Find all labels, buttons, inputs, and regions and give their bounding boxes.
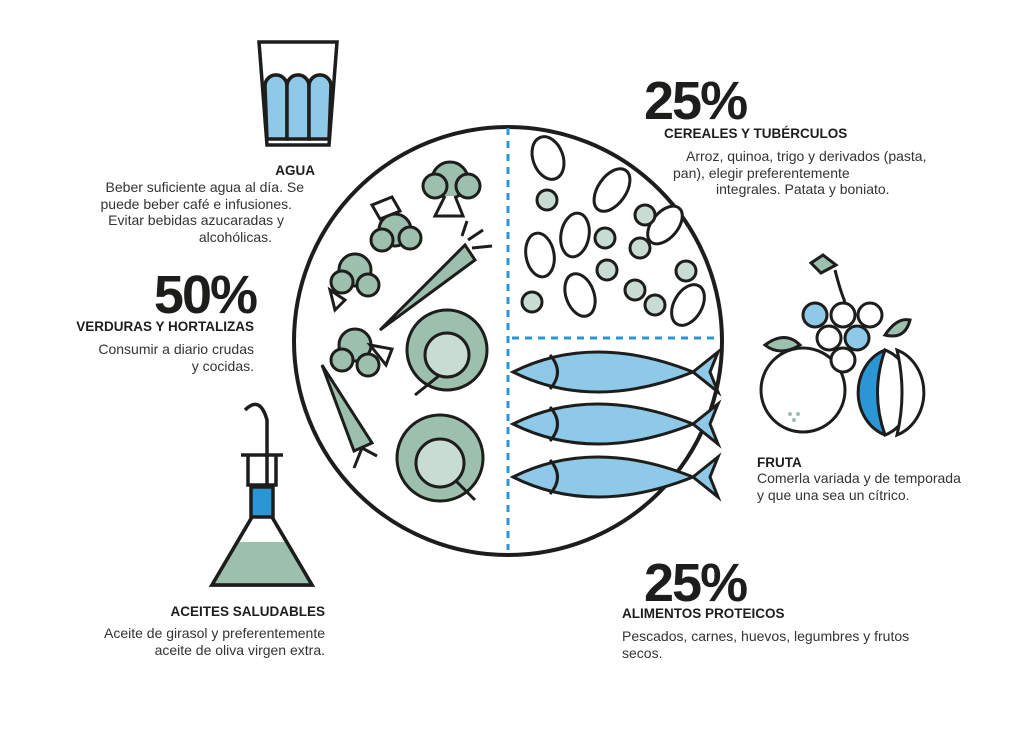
fish-icon (509, 347, 722, 502)
vegetables-percent: 50% (153, 265, 258, 325)
vegetables-title: VERDURAS Y HORTALIZAS (76, 319, 254, 334)
protein-description: Pescados, carnes, huevos, legumbres y fr… (622, 628, 909, 661)
beans-icon (520, 135, 706, 327)
fruit-line: y que una sea un cítrico. (757, 486, 910, 503)
vegetables-line: y cocidas. (191, 357, 254, 374)
water-line: Beber suficiente agua al día. Se (105, 179, 304, 195)
cereals-line: pan), elegir preferentemente (673, 164, 850, 181)
vegetables-line: Consumir a diario crudas (98, 341, 254, 357)
water-line: puede beber café e infusiones. (100, 195, 292, 212)
fruit-line: Comerla variada y de temporada (757, 470, 961, 486)
water-line: alcohólicas. (198, 228, 272, 245)
cereals-title: CEREALES Y TUBÉRCULOS (664, 126, 848, 141)
vegetables-icon (320, 160, 493, 503)
oils-line: Aceite de girasol y preferentemente (103, 625, 325, 641)
cereals-description: Arroz, quinoa, trigo y derivados (pasta,… (673, 148, 926, 198)
cereals-line: integrales. Patata y boniato. (716, 181, 890, 197)
vegetables-description: Consumir a diario crudas y cocidas. (98, 341, 254, 374)
protein-line: Pescados, carnes, huevos, legumbres y fr… (622, 628, 910, 644)
oils-line: aceite de oliva virgen extra. (154, 641, 325, 658)
protein-line: secos. (622, 644, 663, 661)
cereals-line: Arroz, quinoa, trigo y derivados (pasta, (686, 148, 927, 164)
water-title: AGUA (275, 163, 315, 178)
fruit-icon (759, 253, 926, 438)
water-description: Beber suficiente agua al día. Se puede b… (101, 179, 304, 245)
cereals-percent: 25% (644, 71, 748, 131)
water-glass-icon (257, 40, 339, 147)
fruit-title: FRUTA (757, 455, 802, 470)
oils-title: ACEITES SALUDABLES (170, 604, 325, 619)
protein-percent: 25% (644, 553, 748, 613)
oil-bottle-icon (208, 402, 316, 587)
fruit-description: Comerla variada y de temporada y que una… (757, 470, 961, 503)
oils-description: Aceite de girasol y preferentemente acei… (104, 625, 325, 658)
water-line: Evitar bebidas azucaradas y (108, 212, 284, 228)
protein-title: ALIMENTOS PROTEICOS (622, 606, 785, 621)
plate-icon (292, 125, 724, 557)
